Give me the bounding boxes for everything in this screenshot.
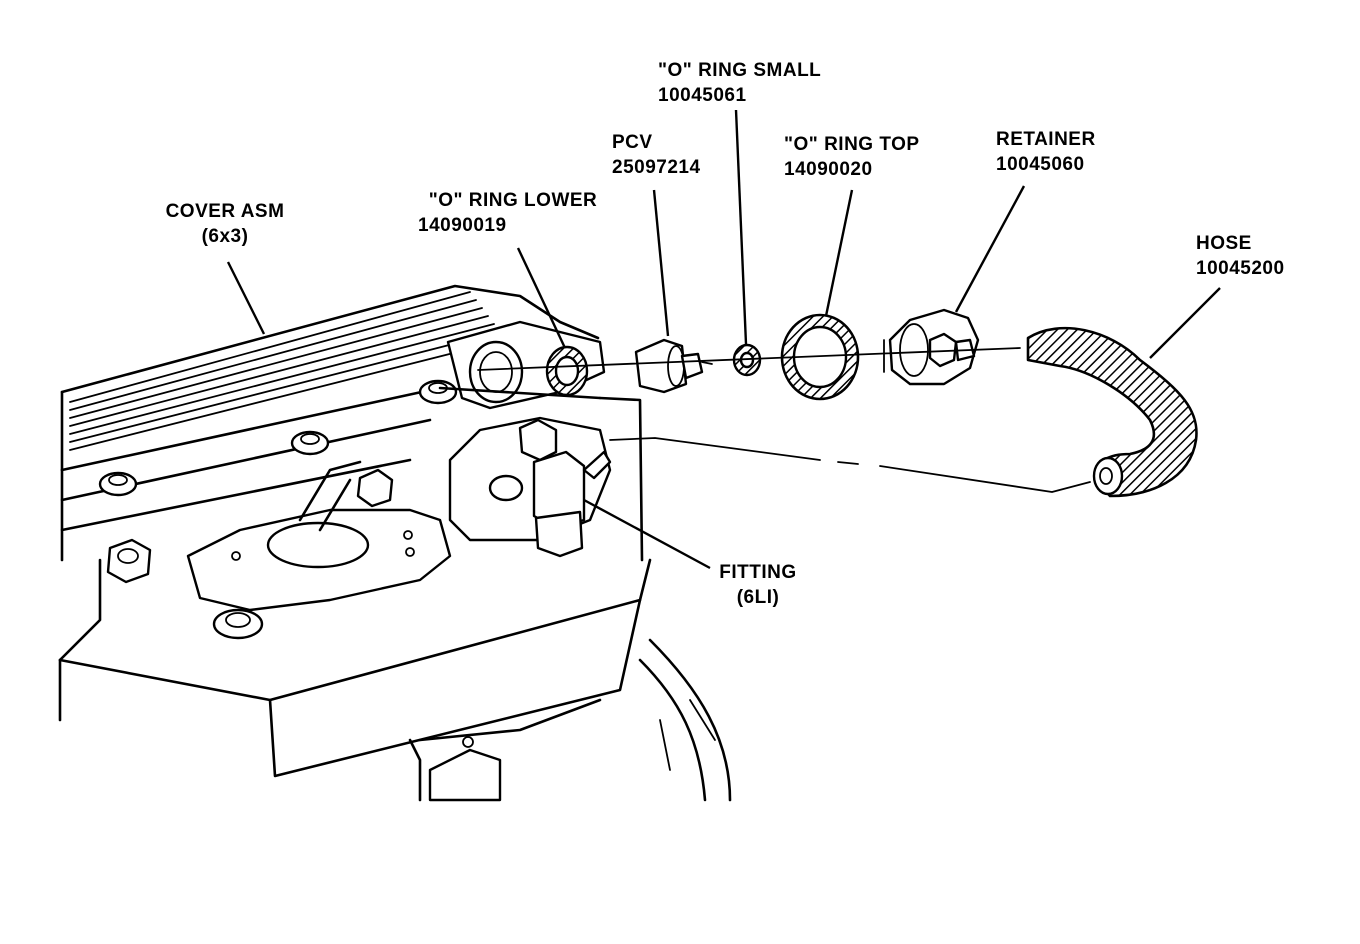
fitting <box>532 450 612 558</box>
label-cover-asm-number: (6x3) <box>201 226 249 247</box>
manifold-bolt <box>356 468 394 508</box>
label-o-ring-lower-number: 14090019 <box>418 215 507 236</box>
label-o-ring-small-name: "O" RING SMALL <box>658 60 822 81</box>
pcv-valve <box>634 338 713 394</box>
label-fitting-number: (6LI) <box>736 587 780 608</box>
o-ring-lower <box>545 345 589 397</box>
label-fitting: FITTING (6LI) <box>700 560 816 610</box>
leader-fitting <box>583 498 711 570</box>
label-cover-asm-name: COVER ASM <box>165 201 285 222</box>
label-o-ring-top-number: 14090020 <box>784 159 873 180</box>
label-o-ring-lower-name: "O" RING LOWER <box>428 190 598 211</box>
leader-pcv <box>652 189 670 337</box>
label-cover-asm: COVER ASM (6x3) <box>150 199 300 249</box>
leader-retainer <box>954 185 1026 313</box>
assembly-centerline <box>477 347 1091 493</box>
cover-bolt <box>290 430 330 456</box>
label-pcv-number: 25097214 <box>612 157 701 178</box>
label-pcv: PCV 25097214 <box>612 130 724 180</box>
manifold-bolt <box>106 538 152 584</box>
label-hose-name: HOSE <box>1196 233 1252 254</box>
leader-o-ring-lower <box>516 247 567 349</box>
leader-lines <box>226 109 1221 570</box>
leader-hose <box>1149 287 1221 359</box>
cover-bolt <box>418 379 458 405</box>
label-o-ring-lower: "O" RING LOWER 14090019 <box>418 188 608 238</box>
cover-ribs <box>69 291 506 451</box>
label-hose-number: 10045200 <box>1196 258 1285 279</box>
cover-assembly <box>60 284 606 562</box>
cover-bolt <box>98 471 138 497</box>
label-pcv-name: PCV <box>612 132 653 153</box>
label-retainer-number: 10045060 <box>996 154 1085 175</box>
retainer <box>883 308 980 386</box>
label-retainer: RETAINER 10045060 <box>996 127 1112 177</box>
label-hose: HOSE 10045200 <box>1196 231 1312 281</box>
label-retainer-name: RETAINER <box>996 129 1096 150</box>
manifold-bolt <box>212 608 264 640</box>
leader-o-ring-top <box>824 189 854 317</box>
label-o-ring-small-number: 10045061 <box>658 85 747 106</box>
label-o-ring-top-name: "O" RING TOP <box>784 134 920 155</box>
leader-cover <box>226 261 266 335</box>
label-o-ring-small: "O" RING SMALL 10045061 <box>658 58 844 108</box>
label-fitting-name: FITTING <box>719 562 797 583</box>
label-o-ring-top: "O" RING TOP 14090020 <box>784 132 940 182</box>
hose <box>1026 326 1198 498</box>
leader-o-ring-small <box>734 109 748 345</box>
